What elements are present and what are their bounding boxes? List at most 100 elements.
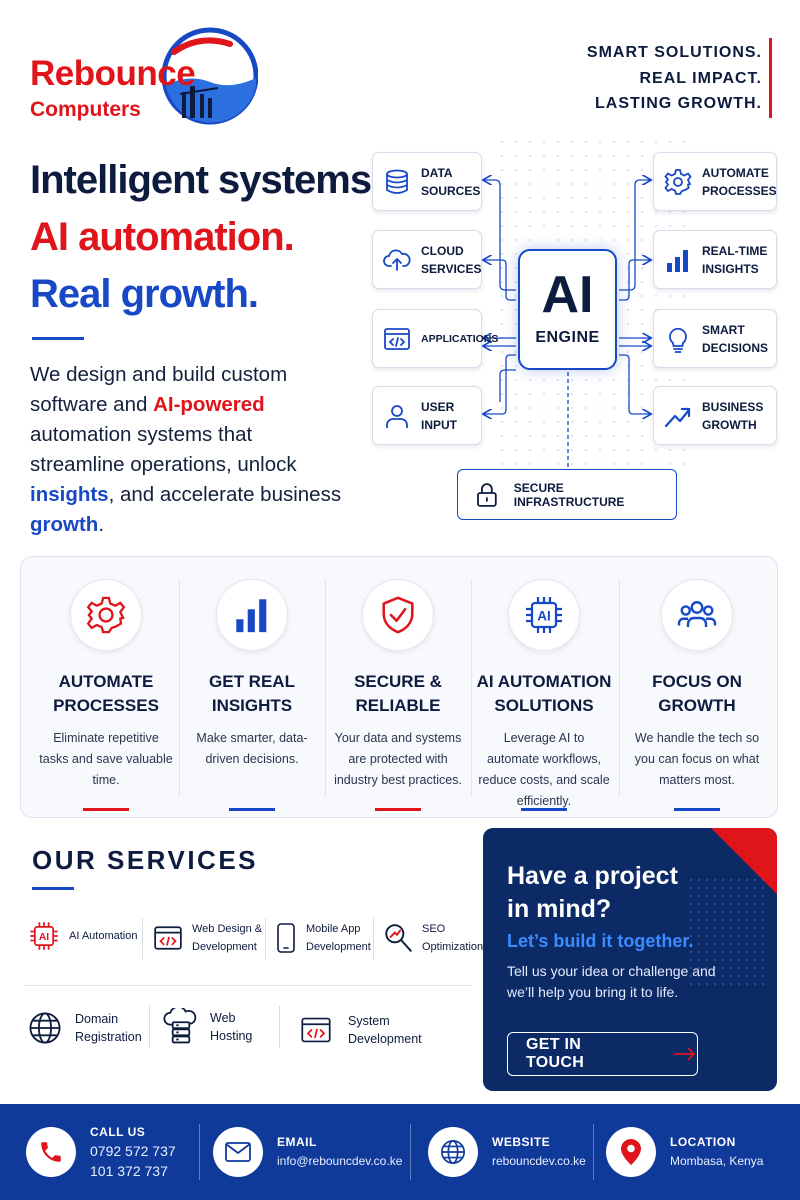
feature-icon-circle bbox=[362, 579, 434, 651]
service-divider bbox=[373, 918, 374, 960]
database-icon bbox=[386, 169, 408, 194]
code-window-icon bbox=[154, 926, 182, 950]
intro-text: . bbox=[98, 513, 105, 536]
envelope-icon bbox=[225, 1142, 251, 1162]
footer-label: EMAIL bbox=[277, 1135, 317, 1149]
bar-chart-icon bbox=[667, 249, 688, 272]
headline-line-2: AI automation. bbox=[30, 215, 295, 259]
footer-icon-circle bbox=[213, 1127, 263, 1177]
gear-icon bbox=[664, 168, 692, 195]
services-row-divider bbox=[25, 985, 471, 986]
feature-description: Leverage AI to automate workflows, reduc… bbox=[478, 731, 610, 808]
contact-footer: CALL US 0792 572 737 101 372 737 EMAIL i… bbox=[0, 1104, 800, 1200]
services-title-underline bbox=[32, 887, 74, 890]
footer-phone[interactable]: 0792 572 737 bbox=[90, 1143, 176, 1159]
feature-accent-bar bbox=[375, 808, 421, 811]
footer-call[interactable]: CALL US 0792 572 737 101 372 737 bbox=[26, 1104, 176, 1200]
service-web-design[interactable]: Web Design &Development bbox=[153, 920, 262, 956]
feature-divider bbox=[619, 579, 620, 797]
feature-description: We handle the tech so you can focus on w… bbox=[634, 731, 760, 787]
get-in-touch-button[interactable]: GET IN TOUCH bbox=[507, 1032, 698, 1076]
intro-text: We design and build custom software and bbox=[30, 363, 288, 416]
ai-chip-icon: AI bbox=[526, 597, 562, 633]
tagline-accent-bar bbox=[769, 38, 772, 118]
diagram-node-label: APPLICATIONS bbox=[421, 332, 499, 345]
headline-line-3: Real growth. bbox=[30, 272, 259, 316]
feature-divider bbox=[179, 579, 180, 797]
search-icon bbox=[385, 924, 412, 952]
footer-website[interactable]: WEBSITE rebouncdev.co.ke bbox=[428, 1104, 586, 1200]
footer-email[interactable]: EMAIL info@rebouncdev.co.ke bbox=[213, 1104, 402, 1200]
feature-description: Your data and systems are protected with… bbox=[334, 731, 462, 787]
shield-check-icon bbox=[382, 596, 414, 634]
secure-infrastructure-label: SECURE INFRASTRUCTURE bbox=[513, 480, 625, 509]
secure-infrastructure-node: SECURE INFRASTRUCTURE bbox=[457, 469, 677, 520]
feature-icon-circle bbox=[216, 579, 288, 651]
feature-description: Eliminate repetitive tasks and save valu… bbox=[39, 731, 173, 787]
footer-website-value[interactable]: rebouncdev.co.ke bbox=[492, 1154, 586, 1168]
cta-body: Tell us your idea or challenge and we’ll… bbox=[507, 963, 716, 1000]
globe-icon bbox=[441, 1140, 465, 1164]
arrow-right-icon bbox=[674, 1047, 696, 1061]
feature-divider bbox=[325, 579, 326, 797]
feature-card-secure: SECURE &RELIABLE Your data and systems a… bbox=[325, 557, 471, 819]
tagline-line: SMART SOLUTIONS. bbox=[586, 44, 762, 61]
footer-location-text: LOCATION Mombasa, Kenya bbox=[670, 1133, 763, 1171]
tagline-line: LASTING GROWTH. bbox=[595, 95, 762, 112]
lightbulb-icon bbox=[669, 327, 687, 353]
team-icon bbox=[677, 601, 717, 627]
footer-email-value[interactable]: info@rebouncdev.co.ke bbox=[277, 1154, 403, 1168]
footer-call-text: CALL US 0792 572 737 101 372 737 bbox=[90, 1123, 176, 1181]
footer-label: WEBSITE bbox=[492, 1135, 551, 1149]
gear-icon bbox=[86, 596, 126, 634]
intro-text: , and accelerate business bbox=[108, 483, 342, 506]
ai-engine-title: AI bbox=[541, 266, 594, 324]
trend-up-icon bbox=[664, 407, 691, 427]
feature-accent-bar bbox=[83, 808, 129, 811]
feature-description: Make smarter, data-driven decisions. bbox=[196, 731, 308, 766]
brand-name: Rebounce bbox=[30, 54, 196, 93]
footer-icon-circle bbox=[26, 1127, 76, 1177]
diagram-node-applications: APPLICATIONS bbox=[372, 309, 498, 368]
footer-label: CALL US bbox=[90, 1125, 146, 1139]
feature-icon-circle: AI bbox=[508, 579, 580, 651]
footer-divider bbox=[410, 1124, 411, 1180]
user-icon bbox=[386, 404, 408, 428]
feature-accent-bar bbox=[229, 808, 275, 811]
footer-icon-circle bbox=[428, 1127, 478, 1177]
cloud-upload-icon bbox=[383, 249, 411, 271]
footer-phone[interactable]: 101 372 737 bbox=[90, 1163, 168, 1179]
service-ai-automation[interactable]: AI AI Automation bbox=[28, 920, 138, 952]
map-pin-icon bbox=[621, 1139, 641, 1165]
intro-text: automation systems that streamline opera… bbox=[30, 423, 297, 476]
get-in-touch-label: GET IN TOUCH bbox=[526, 1036, 585, 1071]
phone-icon bbox=[41, 1142, 61, 1162]
globe-icon bbox=[29, 1012, 61, 1044]
intro-paragraph: We design and build custom software and … bbox=[30, 360, 350, 540]
headline-line-1: Intelligent systems. bbox=[30, 158, 382, 202]
feature-title: SECURE &RELIABLE bbox=[354, 672, 442, 715]
footer-email-text: EMAIL info@rebouncdev.co.ke bbox=[277, 1133, 402, 1171]
service-label: AI Automation bbox=[69, 930, 138, 942]
